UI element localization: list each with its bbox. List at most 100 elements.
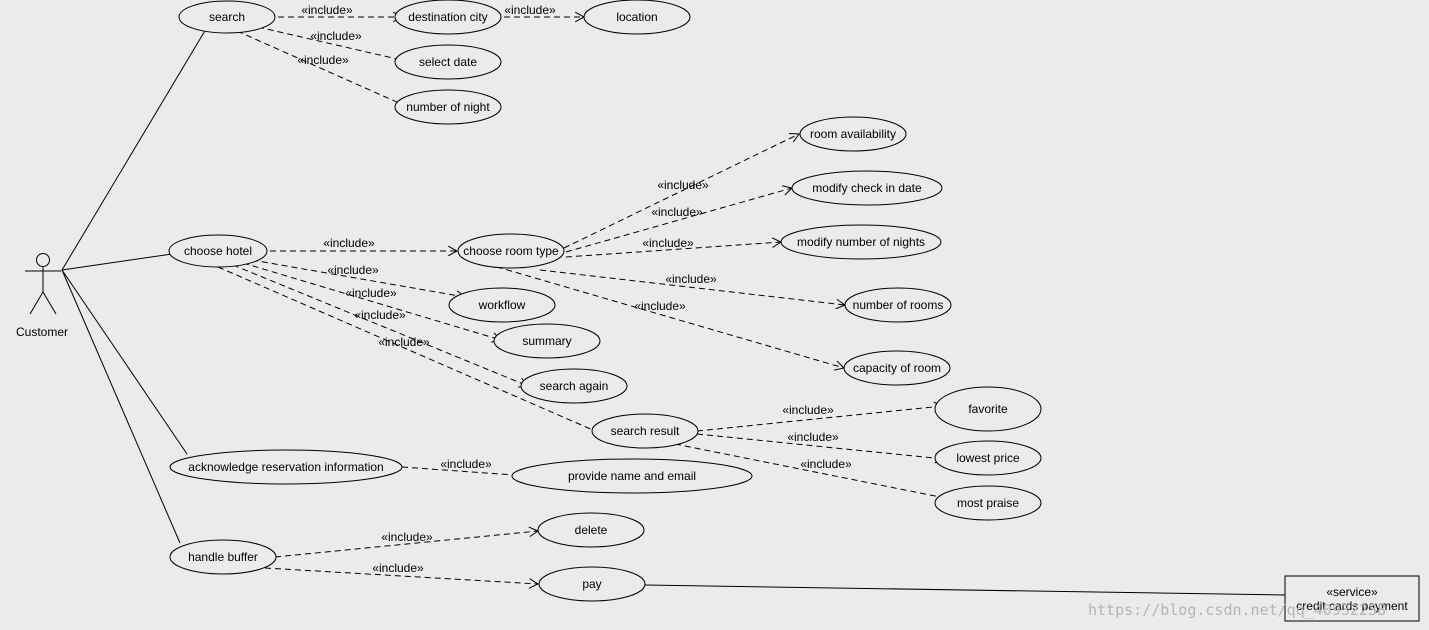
use-case-pay-ellipse bbox=[538, 566, 646, 602]
use-case-number-of-night[interactable]: number of night bbox=[394, 89, 502, 125]
include-choose-room-type-to-modify-check-in-date-arrowhead bbox=[782, 185, 794, 196]
use-case-favorite-label: favorite bbox=[968, 402, 1008, 416]
use-case-search[interactable]: search bbox=[178, 0, 276, 34]
use-case-search-result-label: search result bbox=[611, 424, 680, 438]
include-handle-buffer-to-pay-label: «include» bbox=[372, 561, 424, 575]
use-case-destination-city[interactable]: destination city bbox=[394, 0, 502, 35]
association-pay-to-service bbox=[644, 584, 1286, 596]
use-case-choose-room-type[interactable]: choose room type bbox=[457, 233, 565, 269]
use-case-provide-name-and-email-ellipse bbox=[511, 458, 753, 494]
use-case-location-ellipse bbox=[583, 0, 691, 35]
use-case-search-again-label: search again bbox=[540, 379, 609, 393]
use-case-most-praise[interactable]: most praise bbox=[934, 485, 1042, 521]
include-handle-buffer-to-delete-line bbox=[274, 530, 539, 558]
include-search-result-to-favorite-line bbox=[696, 405, 944, 432]
use-case-acknowledge-reservation-information-ellipse bbox=[169, 449, 403, 485]
use-case-room-availability-ellipse bbox=[799, 116, 907, 152]
include-search-to-number-of-night-label: «include» bbox=[297, 53, 349, 67]
watermark: https://blog.csdn.net/qq_40932238 bbox=[1088, 601, 1386, 619]
include-choose-hotel-to-workflow-line bbox=[251, 259, 466, 298]
include-choose-room-type-to-room-availability-line bbox=[563, 133, 800, 249]
use-case-delete-label: delete bbox=[575, 523, 608, 537]
use-case-capacity-of-room[interactable]: capacity of room bbox=[843, 350, 951, 386]
use-case-capacity-of-room-label: capacity of room bbox=[853, 361, 941, 375]
use-case-workflow-label: workflow bbox=[478, 298, 526, 312]
include-acknowledge-reservation-information-to-provide-name-and-email-line bbox=[401, 466, 529, 477]
include-search-to-destination-city-label: «include» bbox=[301, 3, 353, 17]
include-handle-buffer-to-delete-label: «include» bbox=[381, 530, 433, 544]
service-stereotype: «service» bbox=[1326, 585, 1378, 599]
use-case-search-result-ellipse bbox=[591, 413, 699, 449]
use-case-lowest-price-label: lowest price bbox=[956, 451, 1020, 465]
use-case-search-result[interactable]: search result bbox=[591, 413, 699, 449]
use-case-acknowledge-reservation-information-label: acknowledge reservation information bbox=[188, 460, 383, 474]
include-choose-hotel-to-summary-label: «include» bbox=[345, 286, 397, 300]
use-case-select-date[interactable]: select date bbox=[394, 44, 502, 80]
use-case-nodes: search destination city location select dat… bbox=[168, 0, 1042, 602]
include-choose-room-type-to-capacity-of-room-line bbox=[486, 263, 845, 369]
use-case-favorite[interactable]: favorite bbox=[934, 386, 1042, 432]
use-case-location-label: location bbox=[616, 10, 657, 24]
use-case-pay[interactable]: pay bbox=[538, 566, 646, 602]
include-choose-hotel-to-summary-line bbox=[242, 262, 502, 341]
include-search-result-to-lowest-price-line bbox=[696, 433, 945, 460]
use-case-delete[interactable]: delete bbox=[537, 512, 645, 548]
association-actor-to-handle-buffer bbox=[61, 269, 181, 544]
use-case-acknowledge-reservation-information[interactable]: acknowledge reservation information bbox=[169, 449, 403, 485]
include-choose-hotel-to-choose-room-type-arrowhead bbox=[447, 245, 459, 257]
use-case-provide-name-and-email-label: provide name and email bbox=[568, 469, 696, 483]
use-case-choose-hotel-label: choose hotel bbox=[184, 244, 252, 258]
use-case-number-of-night-label: number of night bbox=[406, 100, 490, 114]
use-case-modify-check-in-date[interactable]: modify check in date bbox=[791, 170, 943, 206]
use-case-choose-hotel[interactable]: choose hotel bbox=[168, 234, 268, 268]
use-case-handle-buffer-ellipse bbox=[169, 539, 277, 575]
use-case-destination-city-label: destination city bbox=[408, 10, 487, 24]
use-case-lowest-price[interactable]: lowest price bbox=[934, 440, 1042, 476]
use-case-capacity-of-room-ellipse bbox=[843, 350, 951, 386]
include-choose-room-type-to-room-availability-label: «include» bbox=[657, 178, 709, 192]
include-handle-buffer-to-pay-line bbox=[264, 567, 539, 585]
actor-left-leg bbox=[29, 291, 44, 315]
use-case-room-availability[interactable]: room availability bbox=[799, 116, 907, 152]
include-search-to-select-date-label: «include» bbox=[310, 29, 362, 43]
use-case-choose-room-type-ellipse bbox=[457, 233, 565, 269]
use-case-number-of-night-ellipse bbox=[394, 89, 502, 125]
include-destination-city-to-location-label: «include» bbox=[504, 3, 556, 17]
include-choose-room-type-to-modify-number-of-nights-line bbox=[565, 241, 782, 258]
use-case-search-again[interactable]: search again bbox=[520, 368, 628, 404]
service-box-rect bbox=[1284, 575, 1420, 622]
use-case-summary-ellipse bbox=[493, 323, 601, 359]
use-case-room-availability-label: room availability bbox=[810, 127, 896, 141]
use-case-handle-buffer[interactable]: handle buffer bbox=[169, 539, 277, 575]
use-case-modify-number-of-nights[interactable]: modify number of nights bbox=[780, 224, 942, 260]
include-choose-hotel-to-search-again-line bbox=[232, 264, 529, 387]
use-case-location[interactable]: location bbox=[583, 0, 691, 35]
use-case-summary[interactable]: summary bbox=[493, 323, 601, 359]
association-actor-to-choose-hotel bbox=[61, 253, 173, 271]
service-credit-cards-payment[interactable]: «service» credit cards payment bbox=[1284, 575, 1420, 622]
include-search-result-to-favorite-label: «include» bbox=[782, 403, 834, 417]
include-choose-room-type-to-modify-check-in-date-line bbox=[565, 187, 793, 253]
include-search-result-to-most-praise-label: «include» bbox=[800, 457, 852, 471]
include-search-to-number-of-night-line bbox=[236, 30, 409, 108]
use-case-search-ellipse bbox=[178, 0, 276, 34]
actor-head bbox=[36, 253, 50, 267]
include-search-result-to-most-praise-line bbox=[674, 443, 971, 504]
use-case-handle-buffer-label: handle buffer bbox=[188, 550, 258, 564]
use-case-most-praise-ellipse bbox=[934, 485, 1042, 521]
use-case-most-praise-label: most praise bbox=[957, 496, 1019, 510]
actor-customer[interactable]: Customer bbox=[16, 253, 68, 340]
use-case-provide-name-and-email[interactable]: provide name and email bbox=[511, 458, 753, 494]
use-case-number-of-rooms[interactable]: number of rooms bbox=[844, 287, 952, 323]
use-case-summary-label: summary bbox=[522, 334, 571, 348]
association-actor-to-acknowledge-reservation-information bbox=[61, 269, 188, 455]
use-case-workflow[interactable]: workflow bbox=[448, 287, 556, 323]
use-case-search-again-ellipse bbox=[520, 368, 628, 404]
include-choose-room-type-to-modify-check-in-date-label: «include» bbox=[651, 205, 703, 219]
use-case-modify-number-of-nights-ellipse bbox=[780, 224, 942, 260]
include-handle-buffer-to-pay-arrowhead bbox=[528, 578, 540, 589]
include-choose-hotel-to-search-result-line bbox=[217, 266, 610, 438]
use-case-destination-city-ellipse bbox=[394, 0, 502, 35]
relationship-labels: «include» «include» «include» «include» «inc… bbox=[297, 3, 852, 575]
